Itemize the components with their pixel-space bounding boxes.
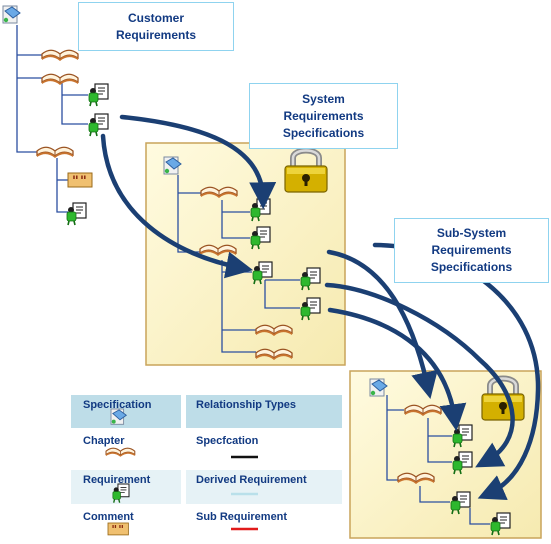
- trace-arrow: [100, 133, 254, 279]
- chapter-icon: [36, 146, 74, 159]
- requirement-icon: [88, 83, 109, 107]
- callout-line: Requirements: [431, 243, 512, 257]
- callout-line: Sub-System: [436, 226, 507, 240]
- legend-item-label: Requirement: [83, 474, 151, 486]
- customer-requirements-callout: Customer Requirements: [78, 2, 234, 51]
- chapter-icon: [41, 49, 79, 62]
- legend-header-left: Specification: [83, 399, 152, 411]
- trace-arrows: [100, 114, 541, 501]
- system-requirements-callout: System Requirements Specifications: [249, 83, 398, 149]
- legend-item-label: Comment: [83, 511, 134, 523]
- callout-line: Requirements: [283, 108, 364, 123]
- chapter-icon: [41, 73, 79, 86]
- callout-line: Requirements: [115, 27, 197, 42]
- legend-relationship-label: Sub Requirement: [196, 511, 288, 523]
- subsystem-requirements-callout: Sub-System Requirements Specifications: [394, 218, 549, 283]
- customer-requirements-tree: [16, 25, 88, 213]
- callout-line: Specifications: [282, 125, 365, 140]
- legend-table: [71, 395, 342, 537]
- specification-icon: [163, 156, 182, 175]
- callout-line: System: [302, 91, 345, 106]
- legend-item-label: Chapter: [83, 435, 125, 447]
- requirement-icon: [88, 113, 109, 137]
- legend-relationship-label: Derived Requirement: [196, 474, 307, 486]
- legend-header-right: Relationship Types: [196, 399, 297, 411]
- subsystem-requirements-tree: [386, 395, 490, 525]
- callout-line: Specifications: [430, 260, 513, 274]
- trace-arrow: [327, 307, 467, 432]
- requirement-icon: [66, 202, 87, 226]
- trace-arrow: [119, 114, 277, 210]
- comment-icon: [67, 172, 93, 190]
- specification-icon: [369, 378, 388, 397]
- trace-arrow: [324, 282, 515, 468]
- legend-relationship-label: Specfcation: [196, 435, 259, 447]
- callout-line: Customer: [127, 10, 184, 25]
- specification-icon: [2, 5, 21, 24]
- trace-arrow: [326, 249, 438, 399]
- legend: Specification Relationship Types Chapter…: [71, 395, 342, 537]
